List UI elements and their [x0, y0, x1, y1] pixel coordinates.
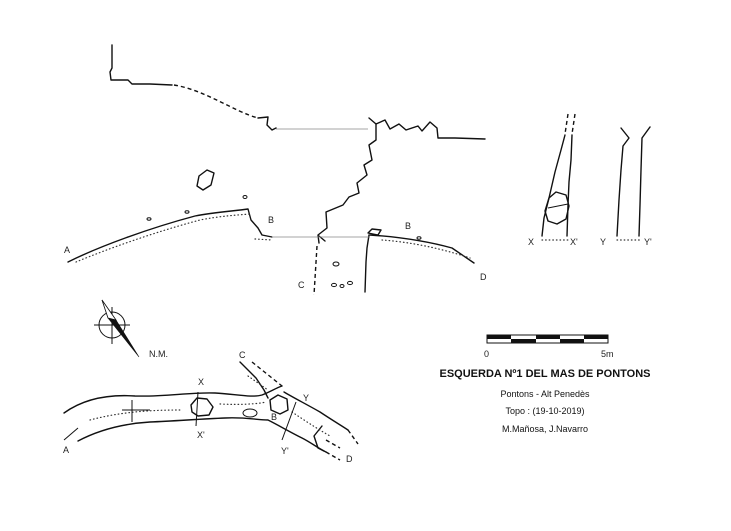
cross-section-y: Y Y' [600, 126, 652, 247]
section-pebble-7 [184, 210, 190, 214]
section-pebble-1 [332, 261, 340, 267]
cross-x-block [544, 191, 570, 225]
plan-wall-north-right [283, 391, 349, 431]
section-wall-upper-left [109, 44, 173, 86]
plan-branch-d [313, 425, 327, 453]
cross-y-left-wall [616, 127, 630, 237]
plan-label-b: B [271, 412, 277, 422]
section-floor-sediment-step [254, 238, 273, 241]
section-floor-left [67, 208, 273, 263]
section-shaft-wall [317, 123, 377, 244]
cross-section-x: X X' [528, 113, 578, 247]
north-label: N.M. [149, 349, 168, 359]
section-label-d: D [480, 272, 487, 282]
cross-x-top-dashed [564, 113, 576, 135]
section-pit-left-wall [313, 245, 318, 296]
section-wall-upper-dashed [173, 84, 259, 119]
plan-passage-c-left [239, 361, 269, 399]
scale-seg-1 [487, 335, 511, 339]
plan-section-line-x [195, 391, 199, 427]
plan-sediment-3 [291, 411, 331, 437]
scale-label-start: 0 [484, 349, 489, 359]
scale-seg-2 [511, 339, 536, 343]
section-floor-sediment-left [75, 213, 251, 263]
north-arrow-needle-light [101, 299, 117, 321]
section-label-a: A [64, 245, 70, 255]
plan-label-x: X [198, 377, 204, 387]
plan-label-y: Y [303, 393, 309, 403]
section-pebble-3 [339, 284, 345, 288]
scale-bar: 0 5m [484, 334, 614, 359]
survey-title: ESQUERDA Nº1 DEL MAS DE PONTONS [439, 368, 651, 380]
section-block-large [196, 169, 215, 191]
section-pebble-4 [347, 280, 353, 286]
plan-section-line-y [281, 401, 297, 441]
plan-label-d: D [346, 454, 353, 464]
plan-label-a: A [63, 445, 69, 455]
cross-label-y-prime: Y' [644, 237, 652, 247]
north-arrow-icon: N.M. [94, 299, 168, 359]
plan-wall-south [77, 417, 325, 452]
section-label-c: C [298, 280, 305, 290]
section-block-ledge [367, 228, 382, 236]
scale-label-end: 5m [601, 349, 614, 359]
section-floor-sediment-right [381, 239, 471, 259]
section-floor-right [369, 234, 475, 264]
section-label-b-right: B [405, 221, 411, 231]
scale-seg-3 [536, 335, 560, 339]
section-pebble-2 [331, 282, 337, 288]
longitudinal-section: A B B C D [64, 44, 487, 296]
plan-branch-d-dashed [325, 429, 359, 461]
cross-label-x: X [528, 237, 534, 247]
plan-sediment-4 [247, 375, 269, 391]
plan-section-line-a [63, 427, 79, 441]
section-label-b-left: B [268, 215, 274, 225]
section-wall-upper-right [368, 117, 486, 140]
section-wall-upper-step [257, 116, 277, 131]
survey-date: Topo : (19-10-2019) [505, 406, 585, 416]
survey-authors: M.Mañosa, J.Navarro [501, 424, 589, 434]
section-pebble-8 [416, 236, 422, 240]
plan-block-y [269, 394, 289, 415]
cross-label-y: Y [600, 237, 606, 247]
plan-label-c: C [239, 350, 246, 360]
section-pit-right-wall [364, 234, 370, 293]
cross-x-block-crack [547, 203, 569, 209]
plan-view: X X' C B Y Y' A D [63, 350, 359, 464]
scale-seg-5 [584, 335, 608, 339]
scale-seg-4 [560, 339, 584, 343]
plan-label-x-prime: X' [197, 430, 205, 440]
plan-sediment-2 [219, 401, 267, 405]
cross-x-right-wall [566, 134, 573, 237]
plan-wall-north [63, 385, 283, 414]
section-pebble-6 [146, 217, 152, 221]
survey-location: Pontons - Alt Penedès [500, 389, 590, 399]
cross-label-x-prime: X' [570, 237, 578, 247]
section-pebble-5 [242, 195, 248, 199]
plan-block-b [242, 408, 258, 418]
plan-sediment-1 [89, 409, 181, 421]
plan-block-x [190, 397, 214, 417]
cross-y-right-wall [638, 126, 651, 237]
cross-x-left-wall [541, 134, 566, 237]
plan-label-y-prime: Y' [281, 446, 289, 456]
